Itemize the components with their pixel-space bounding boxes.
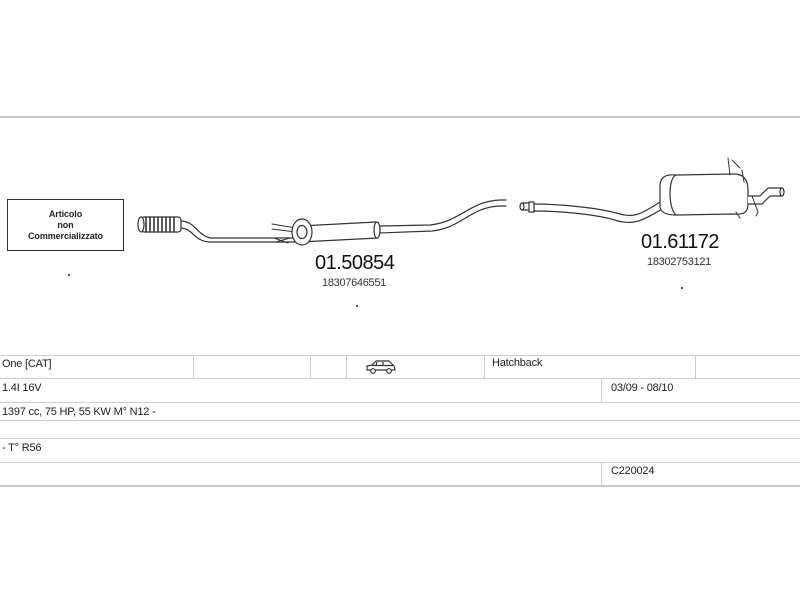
model-cell: One [CAT] [2, 358, 52, 370]
notice-line: Articolo [48, 208, 83, 219]
table-column-divider [601, 378, 602, 402]
table-column-divider [601, 462, 602, 485]
production-period-cell: 03/09 - 08/10 [611, 382, 674, 394]
engine-cell: 1.4I 16V [2, 382, 42, 394]
engine-details-cell: 1397 cc, 75 HP, 55 KW M° N12 - [2, 406, 156, 418]
table-column-divider [695, 355, 696, 378]
part-number-label[interactable]: 01.50854 [315, 252, 395, 274]
middle-silencer [291, 218, 381, 246]
rear-silencer [659, 157, 785, 219]
table-column-divider [193, 355, 194, 378]
rear-pipe [533, 197, 673, 223]
flex-pipe [137, 216, 182, 233]
marker-dot [68, 274, 70, 276]
not-available-notice: Articolo non Commercializzato [7, 199, 124, 251]
table-row-divider [0, 438, 800, 439]
pipe-clamp [519, 201, 535, 213]
notice-line: Commercializzato [28, 230, 103, 241]
table-column-divider [346, 355, 347, 378]
front-pipe [180, 220, 301, 243]
type-code-cell: - T° R56 [2, 442, 42, 454]
top-divider [0, 116, 800, 118]
exhaust-system-diagram [137, 157, 785, 246]
table-row-divider [0, 355, 800, 356]
table-row-divider [0, 378, 800, 379]
table-row-divider [0, 420, 800, 421]
oe-number-label: 18307646551 [322, 277, 386, 289]
pipe-bracket [271, 223, 297, 244]
middle-pipe [379, 199, 507, 234]
marker-dot [681, 287, 683, 289]
part-number-label[interactable]: 01.61172 [641, 231, 719, 253]
oe-number-label: 18302753121 [647, 256, 711, 268]
marker-dot [356, 305, 358, 307]
table-row-divider [0, 462, 800, 463]
table-column-divider [310, 355, 311, 378]
table-bottom-divider [0, 485, 800, 487]
hatchback-car-icon [366, 360, 396, 374]
body-type-cell: Hatchback [492, 357, 543, 369]
table-column-divider [484, 355, 485, 378]
notice-line: non [57, 219, 74, 230]
table-row-divider [0, 402, 800, 403]
catalog-code-cell: C220024 [611, 465, 655, 477]
